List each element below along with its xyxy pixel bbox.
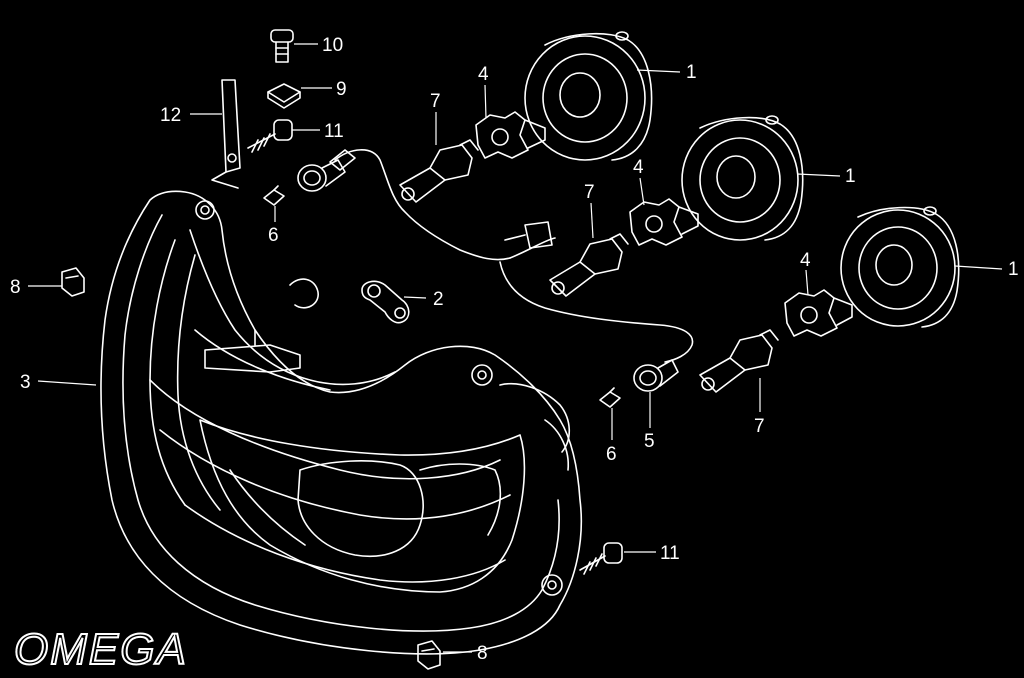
leader-line [37, 380, 97, 386]
callout-4b: 4 [633, 157, 644, 178]
leader-line [805, 269, 809, 296]
reflector-cap-illustration-2 [681, 115, 804, 241]
callout-4a: 4 [478, 64, 489, 85]
bolt-illustration-10 [270, 29, 294, 63]
bulb-socket-illustration-3 [784, 289, 853, 337]
small-bulb-illustration-2 [599, 387, 621, 408]
reflector-cap-illustration-1 [524, 31, 653, 161]
nut-illustration-9 [267, 83, 301, 109]
callout-4c: 4 [800, 250, 811, 271]
leader-line [590, 202, 594, 239]
bracket-illustration [361, 280, 410, 324]
wiring-harness-illustration [329, 149, 694, 363]
bulb-illustration-2 [549, 233, 629, 297]
screw-illustration-11-top [247, 119, 293, 153]
small-bulb-illustration-1 [263, 185, 285, 206]
callout-5: 5 [644, 431, 655, 452]
leader-line [403, 296, 427, 299]
leader-line [484, 84, 487, 119]
leader-line [639, 177, 645, 206]
strap-illustration-12 [211, 79, 241, 189]
leader-line [796, 173, 841, 177]
screw-illustration-11-bottom [579, 542, 623, 575]
clip-illustration-8-bottom [417, 640, 441, 670]
bulb-illustration-1 [399, 139, 479, 203]
bulb-illustration-3 [699, 329, 779, 393]
callout-labels: 1 1 1 2 3 4 4 4 5 6 6 7 7 7 8 8 9 10 11 … [10, 35, 1019, 664]
callout-1b: 1 [845, 166, 856, 187]
callout-1c: 1 [1008, 259, 1019, 280]
callout-8a: 8 [10, 277, 21, 298]
headlight-housing-illustration [100, 190, 583, 655]
bulb-socket-illustration-1 [475, 111, 546, 159]
callout-7c: 7 [754, 416, 765, 437]
callout-11b: 11 [660, 543, 680, 564]
callout-7b: 7 [584, 182, 595, 203]
callout-1a: 1 [686, 62, 697, 83]
reflector-cap-illustration-3 [840, 206, 960, 328]
callout-10: 10 [322, 35, 343, 56]
omega-logo: OMEGA [14, 625, 188, 674]
grommet-illustration-2 [633, 359, 679, 392]
clip-illustration-8-left [61, 267, 85, 297]
callout-8b: 8 [477, 643, 488, 664]
leader-line [954, 265, 1003, 270]
bulb-socket-illustration-2 [629, 198, 699, 246]
callout-11a: 11 [324, 121, 344, 142]
callout-7a: 7 [430, 91, 441, 112]
callout-2: 2 [433, 289, 444, 310]
grommet-illustration-1 [297, 159, 346, 192]
callout-6b: 6 [606, 444, 617, 465]
leader-lines [28, 43, 1003, 653]
callout-12: 12 [160, 105, 181, 126]
leader-line [636, 69, 681, 73]
callout-9: 9 [336, 79, 347, 100]
callout-3: 3 [20, 372, 31, 393]
callout-6a: 6 [268, 225, 279, 246]
